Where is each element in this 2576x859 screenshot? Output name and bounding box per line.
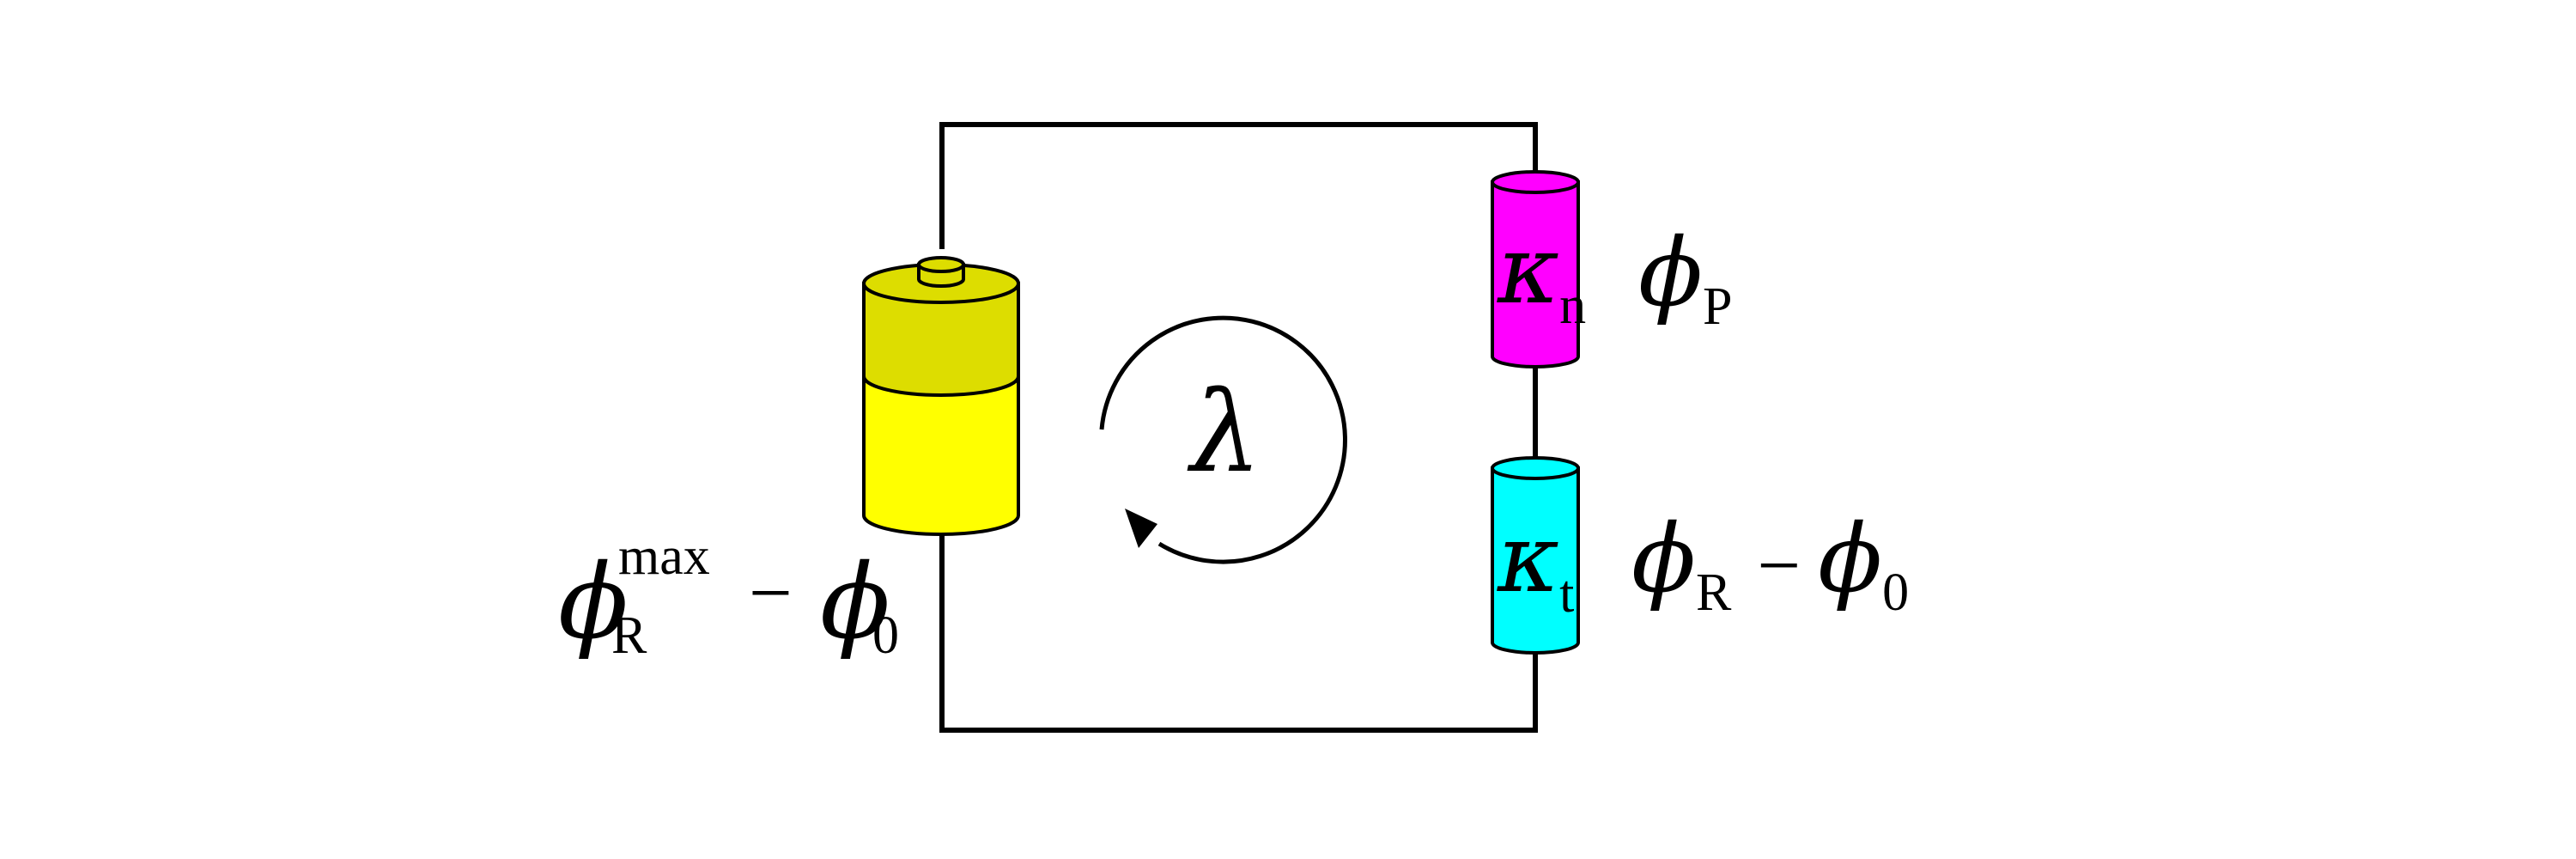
battery-label-phi: ϕ	[558, 543, 629, 662]
potential-label-bottom: ϕR−ϕ0	[1631, 503, 1909, 622]
resistor-bottom-label: κt	[1497, 503, 1574, 624]
resistor-bottom	[1491, 456, 1580, 655]
resistor-top	[1491, 170, 1580, 369]
resistor-top-label: κn	[1497, 215, 1586, 335]
battery-label-phi0: ϕ	[820, 543, 890, 662]
battery-label-sub: R	[611, 606, 647, 665]
circuit-wire	[939, 122, 1538, 733]
battery-label-sub0: 0	[872, 606, 899, 665]
battery	[862, 256, 1020, 536]
potential-label-top: ϕP	[1638, 217, 1732, 336]
circulation-arrow	[1099, 315, 1347, 564]
battery-label-minus: −	[749, 551, 793, 636]
battery-label-sup: max	[618, 527, 710, 586]
loop-label: λ	[1187, 367, 1261, 497]
